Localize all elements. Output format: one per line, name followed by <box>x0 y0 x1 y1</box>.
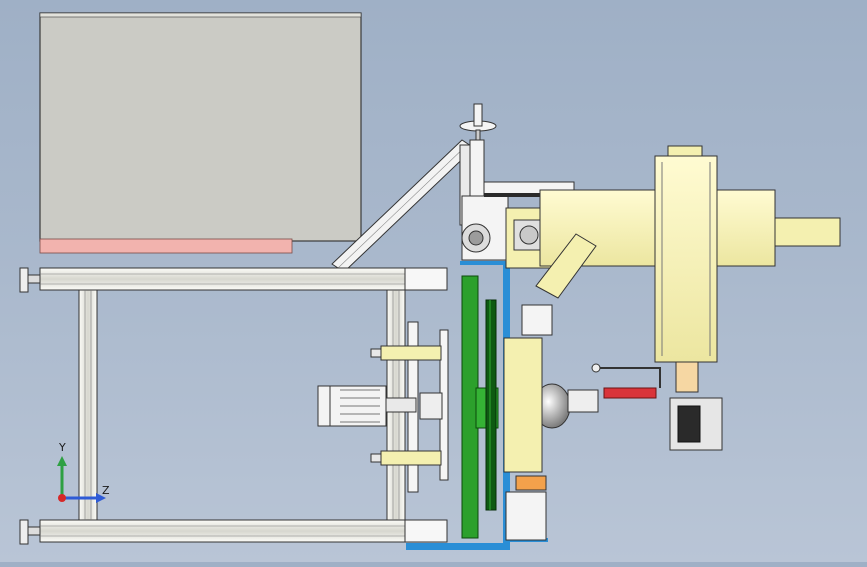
servo-motor[interactable] <box>317 385 417 427</box>
support-pin <box>370 450 442 466</box>
triad-y-label: Y <box>59 441 66 454</box>
yellow-cylinder[interactable] <box>535 145 841 393</box>
lamp-icon[interactable] <box>533 383 599 429</box>
green-wheel[interactable] <box>461 275 499 539</box>
laser-sensor[interactable] <box>591 363 661 399</box>
cabinet-box[interactable] <box>39 12 362 254</box>
cabinet-base-plate <box>39 238 293 254</box>
spindle-block[interactable] <box>503 304 553 541</box>
triad-z-label: Z <box>102 484 110 497</box>
orientation-triad <box>57 456 106 503</box>
x-axis-dot <box>58 494 66 502</box>
camera-housing[interactable] <box>669 397 723 451</box>
support-pin <box>370 345 442 361</box>
